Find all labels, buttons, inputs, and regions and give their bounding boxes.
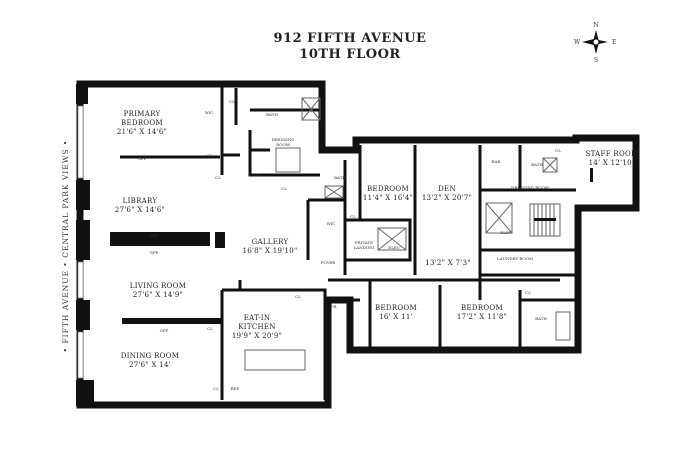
living-room-label: LIVING ROOM [130, 282, 186, 290]
kitchen-label: EAT-IN [244, 314, 271, 322]
primary-bedroom-label-2: BEDROOM [121, 119, 163, 127]
closet-label: CL [555, 148, 561, 153]
den-dims: 13'2" X 20'7" [422, 194, 472, 202]
compass-e: E [612, 39, 616, 46]
closet-label: CL [253, 172, 259, 177]
plan-title-address: 912 FIFTH AVENUE [274, 31, 427, 46]
bar-label: BAR [492, 159, 502, 164]
staircase [529, 203, 561, 237]
library-label: LIBRARY [123, 197, 158, 205]
dressing-room-label: DRESSING ROOM [511, 185, 549, 190]
dressing-room-label: DRESSING [272, 137, 295, 142]
kitchen-dims: 19'9" X 20'9" [232, 332, 282, 340]
closet-label: CL [207, 326, 213, 331]
living-room-dims: 27'6" X 14'9" [133, 291, 183, 299]
closet-label: CL [215, 175, 221, 180]
staff-room-label: STAFF ROOM [586, 150, 639, 158]
dining-room-label: DINING ROOM [121, 352, 179, 360]
refrigerator-label: REF [231, 386, 240, 391]
compass-w: W [574, 39, 581, 46]
bedroom-b-dims: 16' X 11' [379, 313, 413, 321]
compass-n: N [593, 22, 598, 29]
bedroom-a-dims: 11'4" X 16'4" [363, 194, 413, 202]
fireplace-label: GFP [150, 250, 159, 255]
closet-label: CL [295, 294, 301, 299]
wic-label: WIC [205, 110, 214, 115]
closet-label: CL [213, 386, 219, 391]
dressing-room-label-2: ROOM [276, 142, 290, 147]
kitchen-label-2: KITCHEN [238, 323, 275, 331]
closet-label: CL [525, 290, 531, 295]
bath-label: BATH [266, 112, 278, 117]
fireplace-label: GFP [150, 233, 159, 238]
elevator-label: ELEV [500, 230, 511, 235]
wic-label: WIC [327, 221, 336, 226]
fixture-labels: WIC WIC BATH BATH BATH BATH DRESSING ROO… [138, 99, 562, 391]
closet-label: CL [281, 186, 287, 191]
gallery-dims: 16'8" X 19'10" [242, 247, 297, 255]
bath-label: BATH [334, 175, 346, 180]
bath-label: BATH [531, 162, 543, 167]
fireplace-label: GFP [160, 328, 169, 333]
compass-s: S [594, 57, 598, 64]
elevator-label: ELEV [388, 245, 399, 250]
staff-room-dims: 14' X 12'10" [589, 159, 636, 167]
bath-label: BATH [535, 316, 547, 321]
interior-walls [110, 84, 593, 400]
bedroom-b-label: BEDROOM [375, 304, 417, 312]
plan-title-floor: 10TH FLOOR [299, 47, 400, 62]
closet-label: CL [207, 153, 213, 158]
fireplace-label: GFP [138, 156, 147, 161]
primary-bedroom-dims: 21'6" X 14'6" [117, 128, 167, 136]
side-label-park-views: • FIFTH AVENUE • CENTRAL PARK VIEWS • [61, 140, 70, 353]
bedroom-c-dims: 17'2" X 11'8" [457, 313, 507, 321]
gallery-label: GALLERY [252, 238, 289, 246]
powder-room-label: P.R. [330, 304, 337, 309]
kitchen-island [244, 349, 306, 371]
den-alcove-dims: 13'2" X 7'3" [425, 259, 471, 267]
primary-bedroom-label: PRIMARY [124, 110, 161, 118]
private-landing-label: PRIVATE [355, 240, 373, 245]
exterior-walls [76, 80, 640, 409]
closet-label: CL [229, 99, 235, 104]
room-labels: PRIMARY BEDROOM 21'6" X 14'6" LIBRARY 27… [115, 110, 639, 369]
closet-label: CL [350, 214, 356, 219]
private-landing-label-2: LANDING [354, 245, 375, 250]
bedroom-a-label: BEDROOM [367, 185, 409, 193]
laundry-room-label: LAUNDRY ROOM [497, 256, 533, 261]
compass-icon: N S E W [574, 22, 616, 64]
dining-room-dims: 27'6" X 14' [129, 361, 171, 369]
library-dims: 27'6" X 14'6" [115, 206, 165, 214]
bedroom-c-label: BEDROOM [461, 304, 503, 312]
foyer-label: FOYER [321, 260, 337, 265]
den-label: DEN [438, 185, 456, 193]
